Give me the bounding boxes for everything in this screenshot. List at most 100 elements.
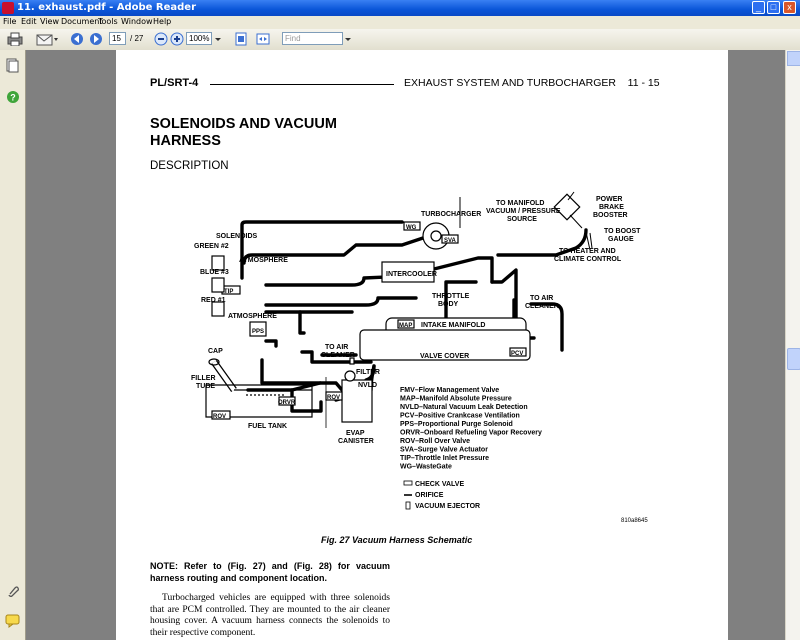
adobe-reader-icon (2, 2, 14, 14)
legend-item: MAP–Manifold Absolute Pressure (400, 396, 512, 403)
menu-window[interactable]: Window (121, 17, 153, 26)
toolbar: 15 / 27 100% Find (0, 29, 800, 51)
rov-label-1: ROV (213, 414, 226, 420)
menu-edit[interactable]: Edit (21, 17, 37, 26)
power-brake-label-2: BRAKE (599, 204, 624, 211)
menu-view[interactable]: View (40, 17, 59, 26)
valve-cover-label: VALVE COVER (420, 353, 469, 360)
fuel-tank-label: FUEL TANK (248, 423, 287, 430)
atmosphere-label-1: ATMOSPHERE (239, 257, 288, 264)
atmosphere-label-2: ATMOSPHERE (228, 313, 277, 320)
solenoids-label: SOLENOIDS (216, 233, 258, 240)
scroll-up-arrow-icon[interactable] (787, 51, 800, 66)
rov-label-2: ROV (327, 395, 340, 401)
filler-tube-label-1: FILLER (191, 375, 216, 382)
running-header-right: EXHAUST SYSTEM AND TURBOCHARGER 11 - 15 (404, 77, 660, 89)
intake-manifold-label: INTAKE MANIFOLD (421, 322, 485, 329)
heater-label-2: CLIMATE CONTROL (554, 256, 622, 263)
menu-document[interactable]: Document (61, 17, 103, 26)
menu-help[interactable]: Help (153, 17, 172, 26)
figure-caption: Fig. 27 Vacuum Harness Schematic (321, 535, 473, 545)
pdf-page: PL/SRT-4 EXHAUST SYSTEM AND TURBOCHARGER… (116, 50, 728, 640)
to-air-cleaner-left-2: CLEANER (321, 352, 355, 359)
note-paragraph: NOTE: Refer to (Fig. 27) and (Fig. 28) f… (150, 561, 390, 583)
help-icon[interactable]: ? (6, 90, 20, 104)
navigation-pane: ? (0, 50, 26, 640)
power-brake-label-3: BOOSTER (593, 212, 628, 219)
menu-tools[interactable]: Tools (98, 17, 118, 26)
menu-file[interactable]: File (3, 17, 17, 26)
to-manifold-label-3: SOURCE (507, 216, 537, 223)
document-viewport[interactable]: PL/SRT-4 EXHAUST SYSTEM AND TURBOCHARGER… (26, 50, 785, 640)
legend-item: NVLD–Natural Vacuum Leak Detection (400, 404, 528, 411)
symbol-vacuum-ejector: VACUUM EJECTOR (415, 503, 480, 510)
throttle-label-2: BODY (438, 301, 459, 308)
legend-item: ROV–Roll Over Valve (400, 438, 470, 445)
body-paragraph: Turbocharged vehicles are equipped with … (150, 593, 390, 638)
vacuum-harness-schematic: TURBOCHARGER SOLENOIDS GREEN #2 BLUE #3 … (191, 191, 641, 510)
orvr-label: ORVR (278, 400, 296, 406)
abbreviation-legend: FMV–Flow Management Valve MAP–Manifold A… (400, 387, 542, 471)
vertical-scrollbar[interactable] (785, 50, 800, 640)
zoom-input[interactable]: 100% (186, 32, 212, 45)
previous-page-icon[interactable] (70, 32, 84, 46)
red-solenoid-label: RED #1 (201, 297, 226, 304)
legend-item: SVA–Surge Valve Actuator (400, 447, 488, 454)
intercooler-label: INTERCOOLER (386, 271, 437, 278)
legend-item: TIP–Throttle Inlet Pressure (400, 455, 489, 462)
evap-label-1: EVAP (346, 430, 365, 437)
zoom-out-icon[interactable] (154, 32, 168, 46)
legend-item: WG–WasteGate (400, 464, 452, 471)
symbol-legend: CHECK VALVE ORIFICE VACUUM EJECTOR (403, 480, 480, 510)
to-air-cleaner-right-2: CLEANER (525, 303, 559, 310)
page-number-input[interactable]: 15 (109, 32, 126, 45)
pages-panel-icon[interactable] (6, 58, 19, 73)
filter-label: FILTER (356, 369, 380, 376)
find-dropdown-icon[interactable] (343, 32, 353, 46)
map-label: MAP (399, 323, 412, 329)
email-icon[interactable] (36, 32, 58, 46)
symbol-check-valve: CHECK VALVE (415, 481, 464, 488)
pcv-label: PCV (511, 351, 523, 357)
print-icon[interactable] (6, 32, 24, 46)
find-input[interactable]: Find (282, 32, 343, 45)
pps-label: PPS (252, 329, 264, 335)
tip-label: TIP (224, 289, 233, 295)
fit-page-icon[interactable] (234, 32, 248, 46)
to-air-cleaner-right-1: TO AIR (530, 295, 553, 302)
nvld-label: NVLD (358, 382, 377, 389)
minimize-button[interactable]: _ (752, 1, 765, 14)
scroll-thumb[interactable] (787, 348, 800, 370)
legend-item: PPS–Proportional Purge Solenoid (400, 421, 513, 428)
title-bar: 11. exhaust.pdf - Adobe Reader _ □ x (0, 0, 800, 16)
sva-label: SVA (444, 238, 457, 244)
power-brake-label-1: POWER (596, 196, 622, 203)
svg-text:?: ? (10, 93, 16, 103)
zoom-dropdown-icon[interactable] (213, 32, 223, 46)
menu-bar: File Edit View Document Tools Window Hel… (0, 16, 800, 29)
vacuum-ejector-icon (405, 501, 411, 510)
comments-icon[interactable] (5, 614, 21, 628)
to-manifold-label-1: TO MANIFOLD (496, 200, 544, 207)
legend-item: PCV–Positive Crankcase Ventilation (400, 413, 520, 420)
symbol-orifice: ORIFICE (415, 492, 444, 499)
wg-label: WG (406, 225, 417, 231)
figure-id: 810a8645 (621, 518, 648, 524)
section-subheading: DESCRIPTION (150, 160, 229, 172)
throttle-label-1: THROTTLE (432, 293, 470, 300)
check-valve-icon (403, 480, 413, 486)
turbocharger-label: TURBOCHARGER (421, 211, 481, 218)
next-page-icon[interactable] (89, 32, 103, 46)
header-rule (210, 84, 394, 85)
fit-width-icon[interactable] (256, 32, 270, 46)
to-air-cleaner-left-1: TO AIR (325, 344, 348, 351)
close-button[interactable]: x (783, 1, 796, 14)
zoom-in-icon[interactable] (170, 32, 184, 46)
blue-solenoid-label: BLUE #3 (200, 269, 229, 276)
legend-item: ORVR–Onboard Refueling Vapor Recovery (400, 430, 542, 437)
attachments-icon[interactable] (6, 584, 20, 598)
filler-tube-label-2: TUBE (196, 383, 215, 390)
to-manifold-label-2: VACUUM / PRESSURE (486, 208, 561, 215)
boost-gauge-label-1: TO BOOST (604, 228, 641, 235)
maximize-button[interactable]: □ (767, 1, 780, 14)
